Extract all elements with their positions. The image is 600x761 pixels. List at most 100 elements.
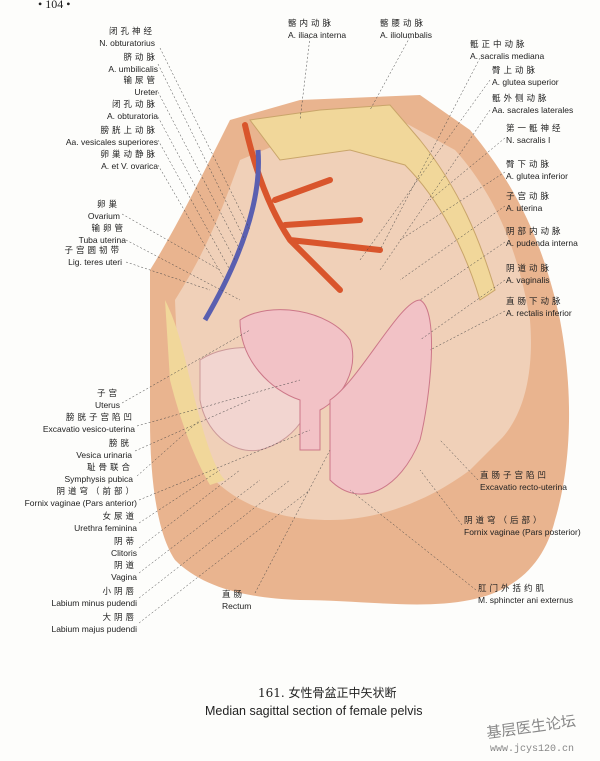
label-zh: 闭孔神经 [108, 27, 155, 37]
label-zh: 子宫动脉 [506, 192, 553, 202]
label-latin: Vagina [111, 572, 137, 582]
vein [202, 149, 261, 322]
label-zh: 输尿管 [123, 76, 158, 86]
label-latin: Uterus [94, 400, 120, 410]
label-zh: 卵巢动静脉 [100, 150, 158, 160]
label-latin: A. umbilicalis [108, 64, 158, 74]
label-zh: 膀胱 [108, 439, 132, 449]
label-zh: 女尿道 [102, 512, 137, 522]
label-latin: Excavatio recto-uterina [480, 482, 567, 492]
label-latin: Ureter [134, 87, 158, 97]
rectum [329, 299, 432, 495]
label-zh: 闭孔动脉 [111, 100, 158, 110]
leader-lines [121, 36, 506, 624]
label-latin: A. et V. ovarica [101, 161, 158, 171]
label-latin: Labium majus pudendi [51, 624, 137, 634]
label-latin: A. vaginalis [506, 275, 550, 285]
label-zh: 髂内动脉 [288, 19, 335, 29]
label-zh: 脐动脉 [123, 53, 158, 63]
label-zh: 阴道 [113, 561, 137, 571]
label-zh: 阴道动脉 [506, 264, 553, 274]
label-latin: N. sacralis I [506, 135, 551, 145]
label-zh: 直肠子宫陷凹 [480, 471, 550, 481]
label-zh: 肛门外括约肌 [478, 584, 548, 594]
label-zh: 阴蒂 [113, 537, 137, 547]
pubic-symphysis [165, 300, 225, 485]
watermark-url: www.jcys120.cn [490, 744, 575, 755]
label-latin: A. uterina [506, 203, 543, 213]
label-latin: Fornix vaginae (Pars posterior) [464, 527, 581, 537]
label-fornix-vaginae-pars-anterior: 阴道穹（前部）Fornix vaginae (Pars anterior) [25, 487, 137, 509]
label-zh: 臀下动脉 [506, 160, 553, 170]
label-zh: 第一骶神经 [506, 124, 564, 134]
caption-zh: 161. 女性骨盆正中矢状断 [258, 686, 397, 700]
label-latin: Excavatio vesico-uterina [42, 424, 135, 434]
label-zh: 输卵管 [91, 224, 126, 234]
sacrum [249, 104, 496, 301]
label-latin: Aa. vesicales superiores [65, 137, 158, 147]
label-latin: Symphysis pubica [64, 474, 133, 484]
label-fornix-vaginae-pars-posterior: 阴道穹（后部）Fornix vaginae (Pars posterior) [464, 516, 581, 538]
label-latin: N. obturatorius [99, 38, 155, 48]
label-latin: Tuba uterina [78, 235, 126, 245]
label-latin: Aa. sacrales laterales [492, 105, 574, 115]
page-number: • 104 • [38, 0, 71, 11]
label-zh: 直肠下动脉 [506, 297, 564, 307]
label-zh: 阴道穹（后部） [464, 516, 545, 526]
label-zh: 卵巢 [96, 200, 120, 210]
label-latin: A. iliaca interna [288, 30, 347, 40]
label-latin: M. sphincter ani externus [478, 595, 573, 605]
label-zh: 耻骨联合 [86, 463, 133, 473]
label-zh: 小阴唇 [102, 587, 137, 597]
label-zh: 臀上动脉 [492, 66, 539, 76]
label-zh: 髂腰动脉 [380, 19, 427, 29]
label-latin: Fornix vaginae (Pars anterior) [24, 498, 137, 508]
label-latin: A. glutea inferior [506, 171, 568, 181]
label-latin: Clitoris [111, 548, 137, 558]
label-latin: A. sacralis mediana [470, 51, 545, 61]
label-latin: Vesica urinaria [76, 450, 132, 460]
label-latin: A. rectalis inferior [506, 308, 572, 318]
label-latin: Urethra feminina [74, 523, 137, 533]
label-zh: 大阴唇 [102, 613, 137, 623]
label-rectum: 直肠 Rectum [222, 590, 252, 611]
label-latin: Lig. teres uteri [68, 257, 122, 267]
label-latin: Ovarium [87, 211, 120, 221]
label-latin: A. pudenda interna [506, 238, 578, 248]
label-latin: A. obturatoria [106, 111, 158, 121]
label-zh: 骶外侧动脉 [492, 94, 550, 104]
label-zh: 膀胱子宫陷凹 [65, 413, 135, 423]
label-zh: 骶正中动脉 [470, 40, 528, 50]
label-zh: 阴部内动脉 [506, 227, 564, 237]
label-latin: Labium minus pudendi [51, 598, 137, 608]
